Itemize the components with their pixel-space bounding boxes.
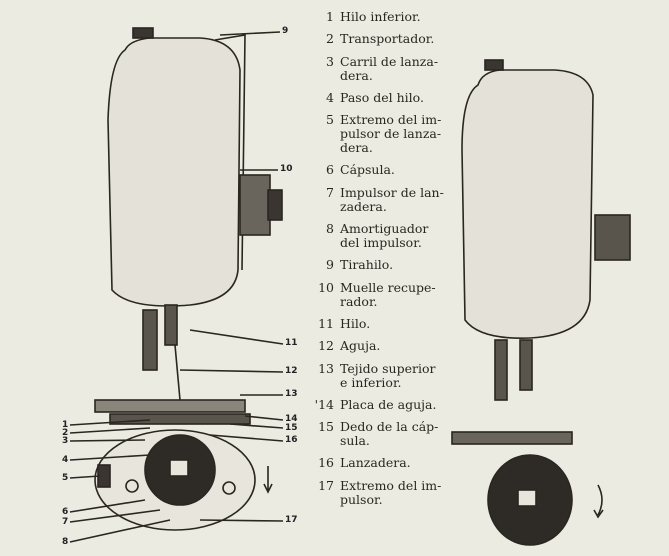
callout-4: 4 [62,455,69,465]
legend-number: 2 [326,31,334,47]
legend-number: 11 [318,315,334,331]
callout-16: 16 [285,435,298,445]
legend-item: '14 Placa de aguja. [312,396,462,412]
callout-10: 10 [280,164,293,174]
legend-number: 15 [318,419,334,435]
legend-item: 6 Cápsula. [312,163,462,177]
legend-text: Tirahilo. [340,257,394,273]
legend-item: 15 Dedo de la cáp- sula. [312,420,462,448]
legend-text: Hilo. [340,315,371,331]
legend-text: Hilo inferior. [340,9,421,24]
legend-number: 17 [318,477,334,493]
legend-number: '14 [314,396,334,412]
callout-3: 3 [62,436,69,446]
legend-number: 5 [326,112,334,128]
callout-13: 13 [285,389,298,399]
callout-17: 17 [285,515,298,525]
legend-text: Impulsor de lan- zadera. [340,184,444,214]
legend-item: 12 Aguja. [312,339,462,353]
legend-number: 4 [326,89,334,105]
legend-text: Placa de aguja. [340,396,437,412]
legend-item: 11 Hilo. [312,315,462,331]
legend-text: Dedo de la cáp- sula. [340,419,439,449]
legend-item: 8 Amortiguador del impulsor. [312,222,462,250]
legend-text: Lanzadera. [340,455,411,471]
legend-item: 7 Impulsor de lan- zadera. [312,184,462,214]
callout-11: 11 [285,338,298,348]
legend-number: 12 [318,338,334,354]
legend-number: 8 [326,221,334,237]
callout-12: 12 [285,366,298,376]
legend-text: Extremo del im- pulsor de lanza- dera. [340,112,442,156]
legend-item: 1 Hilo inferior. [312,10,462,24]
legend-number: 10 [318,279,334,295]
callout-5: 5 [62,473,69,483]
callout-9: 9 [282,26,289,36]
legend-text: Extremo del im- pulsor. [340,477,442,507]
legend-number: 16 [318,455,334,471]
legend-text: Aguja. [340,338,381,354]
callout-2: 2 [62,428,69,438]
legend-number: 3 [326,53,334,69]
legend-number: 7 [326,184,334,200]
legend-number: 6 [326,162,334,178]
callout-15: 15 [285,423,298,433]
legend-item: 2 Transportador. [312,32,462,46]
parts-legend: 1 Hilo inferior. 2 Transportador. 3 Carril de… [312,10,462,515]
legend-item: 17 Extremo del im- pulsor. [312,477,462,507]
callout-8: 8 [62,537,69,547]
legend-number: 9 [326,257,334,273]
callout-7: 7 [62,517,69,527]
legend-text: Carril de lanza- dera. [340,53,439,83]
legend-item: 3 Carril de lanza- dera. [312,53,462,83]
legend-item: 9 Tirahilo. [312,258,462,272]
legend-item: 16 Lanzadera. [312,456,462,470]
legend-text: Transportador. [340,31,435,47]
legend-text: Cápsula. [340,162,395,178]
left-machine-drawing [69,27,284,543]
legend-text: Paso del hilo. [340,89,424,105]
right-machine-drawing [451,59,631,546]
legend-text: Tejido superior e inferior. [340,360,436,390]
legend-number: 1 [326,9,334,24]
legend-item: 10 Muelle recupe- rador. [312,279,462,309]
legend-number: 13 [318,360,334,376]
legend-item: 5 Extremo del im- pulsor de lanza- dera. [312,113,462,155]
legend-item: 4 Paso del hilo. [312,89,462,105]
legend-text: Muelle recupe- rador. [340,279,436,309]
legend-item: 13 Tejido superior e inferior. [312,360,462,390]
callout-14: 14 [285,414,298,424]
callout-6: 6 [62,507,69,517]
legend-text: Amortiguador del impulsor. [340,221,429,251]
callout-1: 1 [62,420,69,430]
